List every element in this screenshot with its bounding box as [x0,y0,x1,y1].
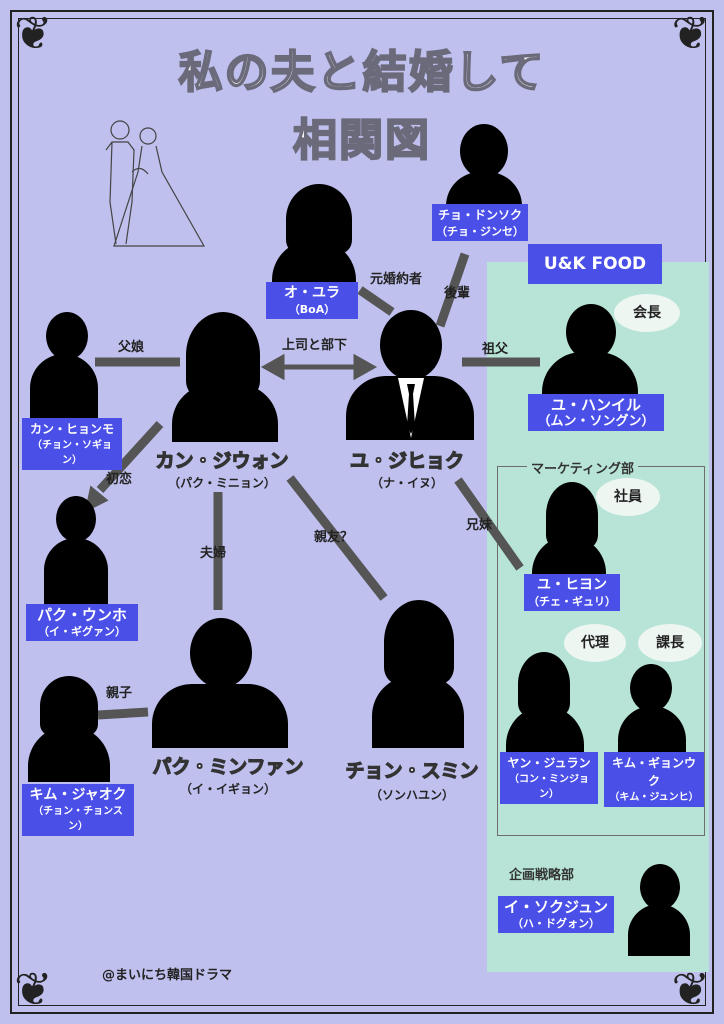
character-label-cho-dongseok: チョ・ドンソク （チョ・ジンセ） [432,204,528,241]
character-label-yang-juran: ヤン・ジュラン （コン・ミンジョン） [500,752,598,804]
character-name-yu-jihyuk: ユ・ジヒョク [349,449,464,472]
page-subtitle: 相関図 [292,114,431,167]
actor-name: （ハ・ドグォン） [512,917,600,930]
silhouette-yang-juran [518,652,570,716]
actor-name-yu-jihyuk: （ナ・イヌ） [370,476,443,490]
character-name: カン・ヒョンモ [29,422,114,436]
character-name-park-minhwan: パク・ミンファン [152,755,304,778]
character-label-oh-yura: オ・ユラ （BoA） [266,282,358,319]
silhouette-lee-sokjun [640,864,680,910]
outer-frame [10,10,714,1014]
silhouette-park-minhwan [190,618,252,688]
character-name: オ・ユラ [284,285,340,301]
company-name-badge: U&K FOOD [528,244,662,284]
position-manager-bubble: 課長 [638,624,702,662]
silhouette-jung-sumin [384,600,454,684]
actor-name: （チェ・ギュリ） [528,595,616,608]
position-chairman-bubble: 会長 [614,294,680,332]
character-label-yu-heeyeon: ユ・ヒヨン （チェ・ギュリ） [524,574,620,611]
position-deputy-bubble: 代理 [564,624,626,662]
silhouette-cho-dongseok [460,124,508,178]
relation-father-daughter: 父娘 [118,340,145,355]
page-title: 私の夫と結婚して [178,46,546,99]
corner-ornament-icon: ❦ [671,962,710,1016]
relation-best-friend: 親友？ [314,530,354,545]
character-label-kim-jaok: キム・ジャオク （チョン・チョンスン） [22,784,134,836]
character-name: キム・ギョンウク [611,756,696,788]
character-name: チョ・ドンソク [437,208,522,222]
character-name: ユ・ヒヨン [537,577,607,593]
silhouette-kang-heonmo [46,312,88,360]
character-label-park-unho: パク・ウンホ （イ・ギグァン） [26,604,138,641]
wedding-couple-icon [105,120,206,247]
actor-name: （イ・ギグァン） [38,625,126,638]
position-employee-bubble: 社員 [596,478,660,516]
corner-ornament-icon: ❦ [14,962,53,1016]
relation-parent-child: 親子 [106,686,133,701]
relation-boss-subordinate: 上司と部下 [282,338,348,353]
actor-name-jung-sumin: （ソンハユン） [369,788,454,802]
actor-name: （チョン・ソギョン） [32,440,112,466]
relation-grandfather: 祖父 [482,342,509,357]
relation-married: 夫婦 [200,546,227,561]
actor-name: （チョン・チョンスン） [33,806,123,832]
character-name: パク・ウンホ [37,606,127,624]
silhouette-kim-gyeonguk [630,664,672,712]
character-label-yu-hanil: ユ・ハンイル （ムン・ソングン） [528,394,664,431]
relation-junior: 後輩 [444,286,471,301]
relation-first-love: 初恋 [106,472,133,487]
necktie-icon [398,378,424,438]
actor-name-kang-jiwon: （パク・ミニョン） [168,476,276,490]
character-name: ユ・ハンイル [550,396,641,414]
silhouette-park-unho [56,496,96,542]
silhouette-yu-jihyuk [380,310,442,380]
character-name-jung-sumin: チョン・スミン [345,759,479,782]
character-name: ヤン・ジュラン [507,756,591,770]
character-label-kang-heonmo: カン・ヒョンモ （チョン・ソギョン） [22,418,122,470]
silhouette-yu-hanil [566,304,616,360]
credit-text: @まいにち韓国ドラマ [102,968,233,983]
planning-dept-label: 企画戦略部 [509,868,575,883]
corner-ornament-icon: ❦ [14,6,53,60]
actor-name: （キム・ジュンヒ） [609,792,699,803]
character-label-kim-gyeonguk: キム・ギョンウク （キム・ジュンヒ） [604,752,704,807]
relation-siblings: 兄妹 [466,518,493,533]
actor-name-park-minhwan: （イ・イギョン） [179,782,276,796]
corner-ornament-icon: ❦ [671,6,710,60]
actor-name: （ムン・ソングン） [537,414,655,429]
marketing-dept-label: マーケティング部 [527,458,638,477]
character-label-lee-sokjun: イ・ソクジュン （ハ・ドグォン） [498,896,614,933]
character-name: イ・ソクジュン [504,898,608,916]
character-name: キム・ジャオク [29,787,127,803]
character-name-kang-jiwon: カン・ジウォン [155,449,289,472]
silhouette-kang-jiwon [186,312,260,398]
actor-name: （チョ・ジンセ） [436,225,524,238]
actor-name: （BoA） [288,303,336,316]
actor-name: （コン・ミンジョン） [509,774,589,800]
relation-ex-fiance: 元婚約者 [370,272,423,287]
